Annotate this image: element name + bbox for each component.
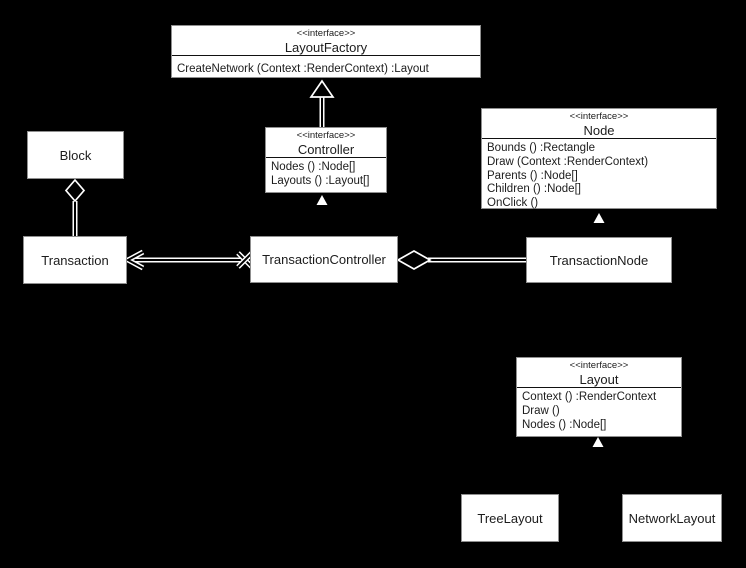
stereotype-label: <<interface>>: [569, 360, 629, 371]
class-box-controller: <<interface>> Controller Nodes () :Node[…: [265, 127, 387, 193]
edge-transactionnode-to-transactioncontroller: [396, 250, 526, 270]
method-label: Nodes () :Node[]: [271, 161, 356, 173]
class-header: <<interface>> Layout: [517, 358, 681, 388]
method-label: CreateNetwork (Context :RenderContext) :…: [177, 63, 429, 76]
class-box-layout: <<interface>> Layout Context () :RenderC…: [516, 357, 682, 437]
class-header: <<interface>> Node: [482, 109, 716, 139]
class-box-block: Block: [27, 131, 124, 179]
methods-compartment: Nodes () :Node[] Layouts () :Layout[]: [266, 158, 386, 189]
class-box-networklayout: NetworkLayout: [622, 494, 722, 542]
class-box-node: <<interface>> Node Bounds () :Rectangle …: [481, 108, 717, 209]
class-name: TransactionController: [262, 252, 386, 267]
edge-transactioncontroller-to-transaction: [122, 249, 254, 271]
methods-compartment: Context () :RenderContext Draw () Nodes …: [517, 388, 681, 432]
method-label: Layouts () :Layout[]: [271, 174, 370, 187]
method-label: Draw (): [522, 404, 560, 417]
class-name: Layout: [579, 372, 619, 387]
stereotype-label: <<interface>>: [569, 111, 629, 122]
method-label: Draw (Context :RenderContext): [487, 155, 649, 168]
class-box-layoutfactory: <<interface>> LayoutFactory CreateNetwor…: [171, 25, 481, 78]
class-name: Controller: [297, 142, 355, 157]
method-label: OnClick (): [487, 197, 539, 210]
class-box-transactionnode: TransactionNode: [526, 237, 672, 283]
class-box-transaction: Transaction: [23, 236, 127, 284]
method-label: Parents () :Node[]: [487, 169, 578, 182]
edge-controller-to-layoutfactory: [309, 79, 335, 127]
stereotype-label: <<interface>>: [296, 130, 356, 141]
methods-compartment: Bounds () :Rectangle Draw (Context :Rend…: [482, 139, 716, 211]
class-name: Node: [583, 123, 615, 138]
realization-triangle-icon: [593, 213, 605, 223]
class-header: <<interface>> LayoutFactory: [172, 26, 480, 56]
class-header: <<interface>> Controller: [266, 128, 386, 158]
method-label: Children () :Node[]: [487, 183, 581, 196]
class-name: Transaction: [41, 252, 109, 268]
stereotype-label: <<interface>>: [296, 28, 356, 39]
class-box-transactioncontroller: TransactionController: [250, 236, 398, 283]
method-label: Nodes () :Node[]: [522, 418, 607, 431]
class-box-treelayout: TreeLayout: [461, 494, 559, 542]
methods-compartment: CreateNetwork (Context :RenderContext) :…: [172, 56, 480, 81]
class-name: TransactionNode: [549, 252, 649, 268]
class-name: NetworkLayout: [628, 510, 716, 526]
edge-transaction-to-block: [64, 178, 86, 236]
method-label: Bounds () :Rectangle: [487, 142, 596, 154]
realization-triangle-icon: [316, 195, 328, 205]
method-label: Context () :RenderContext: [522, 391, 657, 403]
class-name: LayoutFactory: [284, 40, 368, 55]
aggregation-diamond-icon: [396, 250, 432, 270]
class-name: Block: [59, 147, 92, 163]
class-name: TreeLayout: [477, 510, 543, 526]
generalization-triangle-icon: [309, 79, 335, 98]
aggregation-diamond-icon: [64, 178, 86, 203]
realization-triangle-icon: [592, 437, 604, 447]
